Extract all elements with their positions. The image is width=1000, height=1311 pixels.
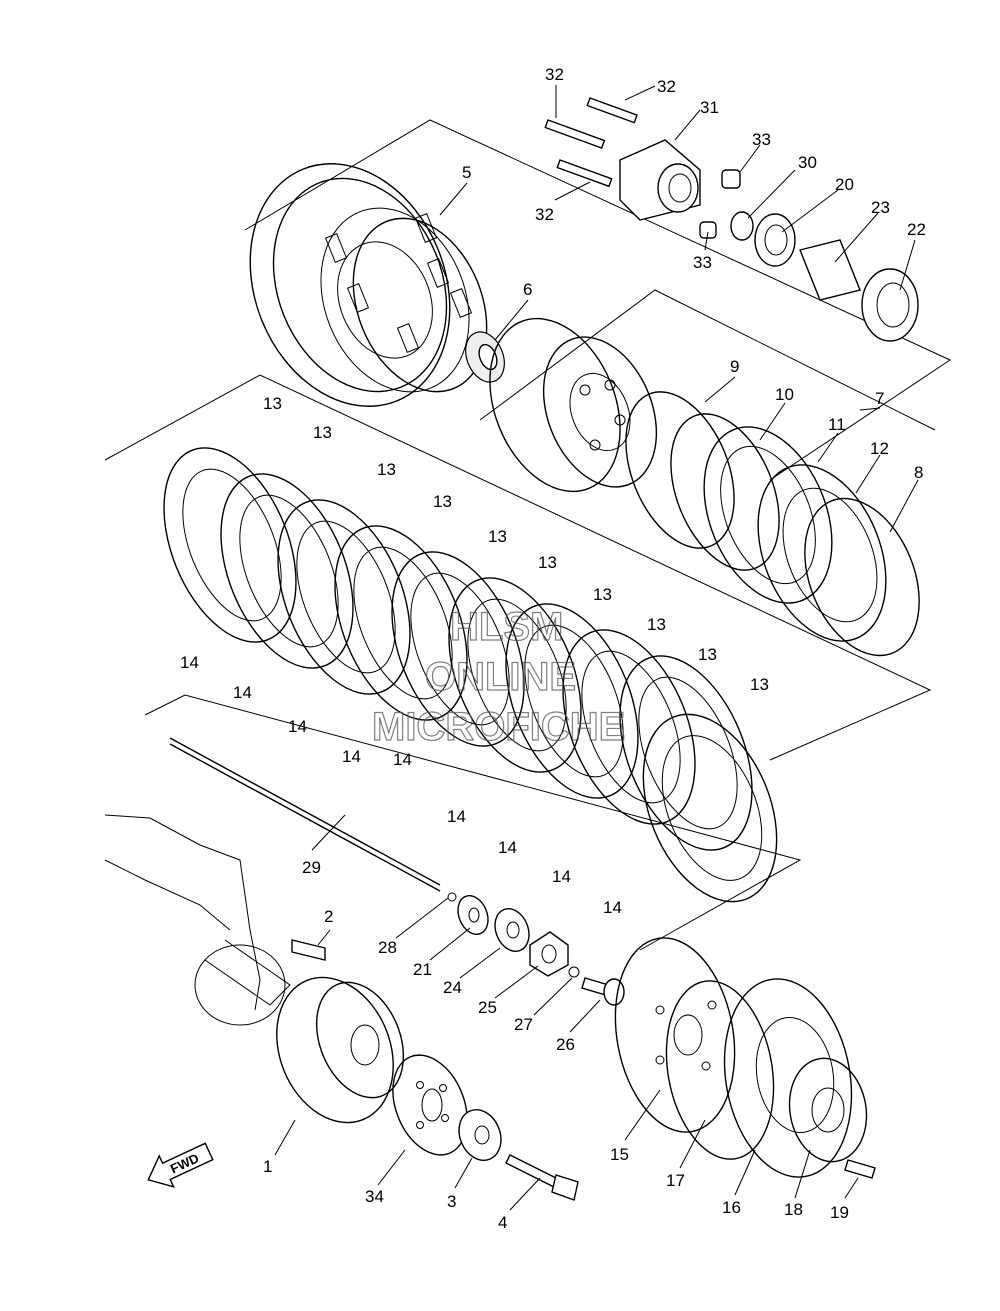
label-14-d: 14 xyxy=(342,747,361,766)
bush xyxy=(465,331,505,383)
label-13-b: 13 xyxy=(313,423,332,442)
watermark-line-2: ONLINE xyxy=(425,655,576,699)
label-33-upper: 33 xyxy=(752,130,771,149)
label-34: 34 xyxy=(365,1187,384,1206)
label-14-a: 14 xyxy=(180,653,199,672)
label-14-h: 14 xyxy=(552,867,571,886)
label-4: 4 xyxy=(498,1213,507,1232)
label-6: 6 xyxy=(523,280,532,299)
label-11: 11 xyxy=(828,415,846,434)
leader-lines xyxy=(274,85,919,1211)
label-9: 9 xyxy=(730,357,739,376)
push-rod xyxy=(169,737,441,892)
pressure-side-rings xyxy=(625,391,920,657)
primary-drive-gear xyxy=(276,976,405,1124)
label-23: 23 xyxy=(871,198,890,217)
label-13-h: 13 xyxy=(647,615,666,634)
label-10: 10 xyxy=(775,385,794,404)
label-28: 28 xyxy=(378,938,397,957)
label-20: 20 xyxy=(835,175,854,194)
label-13-c: 13 xyxy=(377,460,396,479)
label-14-e: 14 xyxy=(393,750,412,769)
pressure-plate-assembly xyxy=(614,937,876,1179)
label-5: 5 xyxy=(462,163,471,182)
plate-stack xyxy=(163,447,778,903)
label-14-b: 14 xyxy=(233,683,252,702)
label-30: 30 xyxy=(798,153,817,172)
label-12: 12 xyxy=(870,439,889,458)
label-25: 25 xyxy=(478,998,497,1017)
crankcase-outline xyxy=(104,814,291,1026)
label-26: 26 xyxy=(556,1035,575,1054)
label-32-top: 32 xyxy=(545,65,564,84)
label-3: 3 xyxy=(447,1192,456,1211)
label-13-d: 13 xyxy=(433,492,452,511)
label-31: 31 xyxy=(700,98,719,117)
part-labels: 32 32 31 33 30 20 23 22 32 33 5 6 9 10 7… xyxy=(180,65,926,1232)
label-16: 16 xyxy=(722,1198,741,1217)
clutch-housing xyxy=(249,163,488,407)
label-29: 29 xyxy=(302,858,321,877)
label-21: 21 xyxy=(413,960,432,979)
label-13-i: 13 xyxy=(698,645,717,664)
label-17: 17 xyxy=(666,1171,685,1190)
label-32-lower: 32 xyxy=(535,205,554,224)
label-15: 15 xyxy=(610,1145,629,1164)
label-14-c: 14 xyxy=(288,717,307,736)
label-7: 7 xyxy=(875,389,884,408)
label-13-e: 13 xyxy=(488,527,507,546)
washer-and-bolt xyxy=(458,1109,579,1201)
label-14-i: 14 xyxy=(603,898,622,917)
label-14-g: 14 xyxy=(498,838,517,857)
small-hardware xyxy=(447,892,625,1006)
label-13-a: 13 xyxy=(263,394,282,413)
label-19: 19 xyxy=(830,1203,849,1222)
label-27: 27 xyxy=(514,1015,533,1034)
label-33-lower: 33 xyxy=(693,253,712,272)
label-24: 24 xyxy=(443,978,462,997)
push-lever-assembly xyxy=(544,97,919,342)
key xyxy=(291,939,326,961)
label-22: 22 xyxy=(907,220,926,239)
group-frames xyxy=(104,119,952,951)
sprocket-plate xyxy=(392,1054,468,1156)
watermark: HLSM ONLINE MICROFICHE xyxy=(371,604,626,749)
label-32-upper: 32 xyxy=(657,77,676,96)
label-13-j: 13 xyxy=(750,675,769,694)
watermark-line-3: MICROFICHE xyxy=(372,705,625,749)
label-13-f: 13 xyxy=(538,553,557,572)
label-14-f: 14 xyxy=(447,807,466,826)
clutch-boss xyxy=(489,317,658,493)
watermark-line-1: HLSM xyxy=(450,605,563,649)
label-13-g: 13 xyxy=(593,585,612,604)
label-2: 2 xyxy=(324,907,333,926)
label-1: 1 xyxy=(263,1157,272,1176)
label-8: 8 xyxy=(914,463,923,482)
fwd-arrow-icon: FWD xyxy=(147,1142,214,1188)
label-18: 18 xyxy=(784,1200,803,1219)
